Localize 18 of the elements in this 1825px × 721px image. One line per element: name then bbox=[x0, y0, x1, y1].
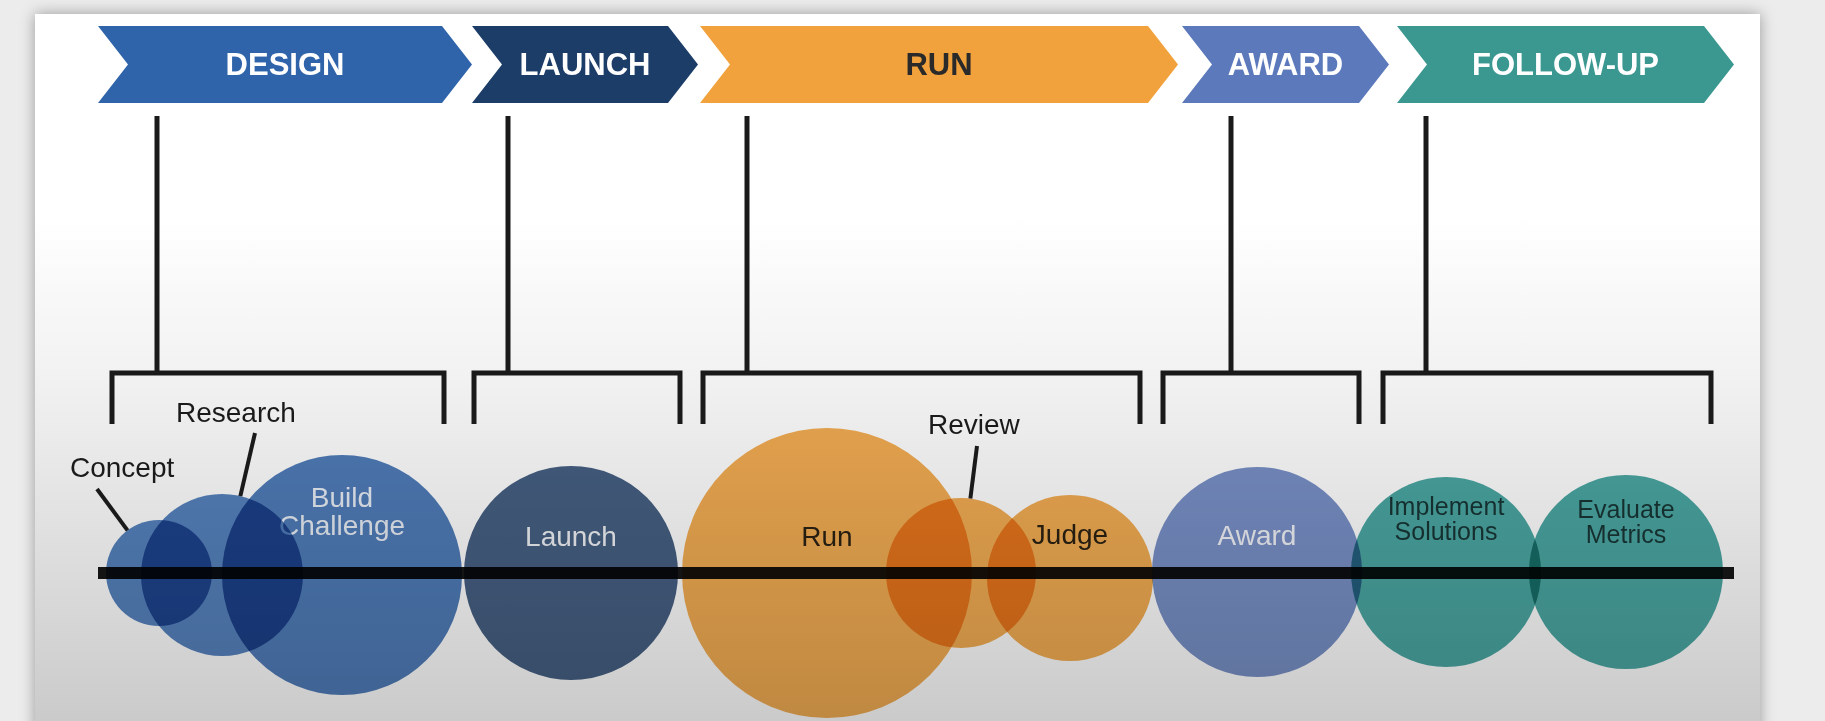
leader-line bbox=[95, 487, 130, 532]
phase-label: DESIGN bbox=[225, 46, 345, 83]
stage-label: Run bbox=[800, 523, 854, 551]
phase-label: AWARD bbox=[1227, 46, 1344, 83]
stage-label: Build Challenge bbox=[277, 484, 407, 540]
stage-label: Launch bbox=[524, 523, 618, 551]
stage-label: Award bbox=[1216, 522, 1298, 550]
callout-label: Review bbox=[928, 409, 1020, 440]
callout-label: Research bbox=[176, 397, 296, 428]
phase-label: RUN bbox=[905, 46, 973, 83]
phase-label: FOLLOW-UP bbox=[1471, 46, 1660, 83]
leader-line bbox=[238, 432, 257, 497]
stage-label: Implement Solutions bbox=[1386, 494, 1506, 544]
leader-line bbox=[968, 445, 979, 499]
phase-label: LAUNCH bbox=[519, 46, 651, 83]
callout-label: Concept bbox=[70, 452, 175, 483]
stage-label: Evaluate Metrics bbox=[1576, 497, 1676, 547]
stage-label: Judge bbox=[1030, 521, 1110, 549]
